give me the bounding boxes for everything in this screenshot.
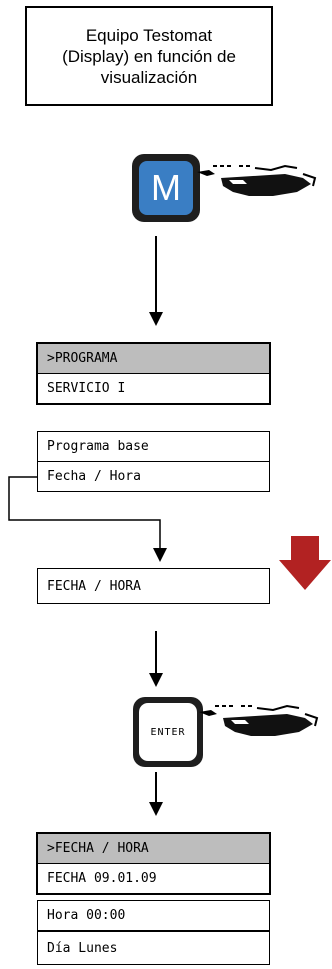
connector-arrow [8, 476, 167, 562]
hand-pointing-icon [197, 164, 317, 196]
m-key[interactable]: M [132, 154, 200, 222]
red-down-arrow-icon [279, 536, 331, 590]
menu1-row-servicio[interactable]: SERVICIO I [37, 373, 270, 404]
menu2-row-hora[interactable]: Hora 00:00 [37, 900, 270, 931]
menu1-row-programa-base[interactable]: Programa base [37, 431, 270, 462]
menu2-row-fecha-hora[interactable]: >FECHA / HORA [37, 833, 270, 864]
selected-fecha-hora[interactable]: FECHA / HORA [37, 568, 270, 604]
m-key-label: M [139, 161, 193, 215]
menu2-row-dia[interactable]: Día Lunes [37, 931, 270, 965]
hand-pointing-icon [199, 704, 319, 736]
arrow-down [149, 236, 163, 326]
menu1-row-fecha-hora[interactable]: Fecha / Hora [37, 461, 270, 492]
enter-key-label: ENTER [139, 703, 197, 761]
enter-key[interactable]: ENTER [133, 697, 203, 767]
menu1-row-programa[interactable]: >PROGRAMA [37, 343, 270, 374]
arrow-down [149, 631, 163, 687]
menu2-row-fecha[interactable]: FECHA 09.01.09 [37, 863, 270, 894]
arrow-down [149, 772, 163, 816]
title-box: Equipo Testomat (Display) en función de … [25, 6, 273, 106]
